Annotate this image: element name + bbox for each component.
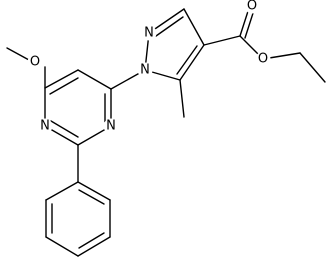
bond-c5-c4: [77, 69, 112, 90]
bond-c4pz-c5pz: [179, 44, 205, 81]
bond-ph3-ph4: [77, 236, 111, 257]
bond-c2-n1-inner: [50, 120, 79, 138]
bond-c4pz-carbonyl: [203, 35, 241, 46]
bond-c5pz-methyl: [179, 79, 185, 118]
bond-n2pz-c3pz-inner: [155, 16, 184, 37]
atom-n-pyrimidine-1: N: [37, 118, 53, 134]
atom-label-o-methoxy: O: [30, 55, 40, 70]
atom-label-n-pyrazole-1: N: [140, 63, 150, 78]
bond-ph1-ph2: [77, 181, 111, 201]
atom-label-o-carbonyl: O: [247, 0, 257, 14]
atom-label-n-pyrimidine-1: N: [40, 119, 50, 134]
bond-ph6-ph1: [45, 181, 79, 201]
atom-n-pyrazole-2: N: [141, 25, 157, 41]
atom-label-n-pyrazole-2: N: [144, 26, 154, 41]
bond-c6-c5-inner: [49, 77, 79, 95]
bond-ch2-ch3: [299, 52, 326, 83]
bond-methyl-o: [6, 47, 30, 61]
bond-ph3-ph4-inner: [78, 232, 105, 249]
atom-o-ester: O: [255, 51, 271, 67]
bond-c3pz-c4pz: [183, 8, 205, 46]
atom-labels: O N N N N O O: [27, 0, 271, 134]
bond-c4pz-c5pz-inner: [176, 45, 198, 75]
bonds: [6, 4, 326, 257]
bond-ph1-ph2-inner: [78, 189, 105, 205]
bond-ph4-ph5: [45, 236, 79, 257]
bond-c6-c5: [44, 69, 79, 89]
atom-o-carbonyl: O: [244, 0, 260, 14]
atom-n-pyrazole-1: N: [137, 62, 153, 78]
atom-label-o-ester: O: [258, 52, 268, 67]
atom-label-n-pyrimidine-3: N: [106, 119, 116, 134]
atom-n-pyrimidine-3: N: [103, 118, 119, 134]
atom-o-methoxy: O: [27, 54, 43, 70]
